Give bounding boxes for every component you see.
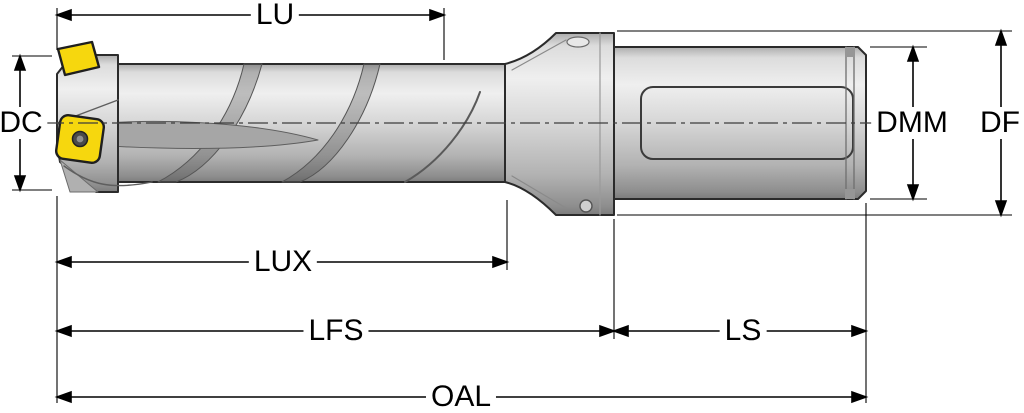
dimension-label-lu: LU [250,0,300,31]
flute-groove [281,63,381,183]
dimension-label-dmm: DMM [871,107,953,139]
insert-peripheral [56,40,101,77]
flute-web-shadow [59,120,319,149]
dimension-label-dc: DC [0,107,48,139]
dimension-label-df: DF [975,107,1024,139]
dimension-label-lfs: LFS [303,315,369,347]
extension-lines [12,8,1012,403]
dimension-label-lux: LUX [248,246,318,278]
flute-groove [404,91,481,183]
dimension-lu [54,8,447,22]
coolant-hole [579,199,593,213]
shank-groove-notch [845,47,855,57]
flute-groove [157,63,263,183]
collar-cone-line [511,39,567,209]
drill-illustration [54,32,867,216]
insert-screw [76,135,84,143]
collar-highlight [566,36,590,48]
drill-collar [504,32,615,216]
head-pocket-line [63,165,153,187]
dimension-label-ls: LS [719,315,767,347]
dimension-label-oal: OAL [425,381,497,413]
shank-groove-notch [845,189,855,199]
dimension-lines [12,8,1012,404]
